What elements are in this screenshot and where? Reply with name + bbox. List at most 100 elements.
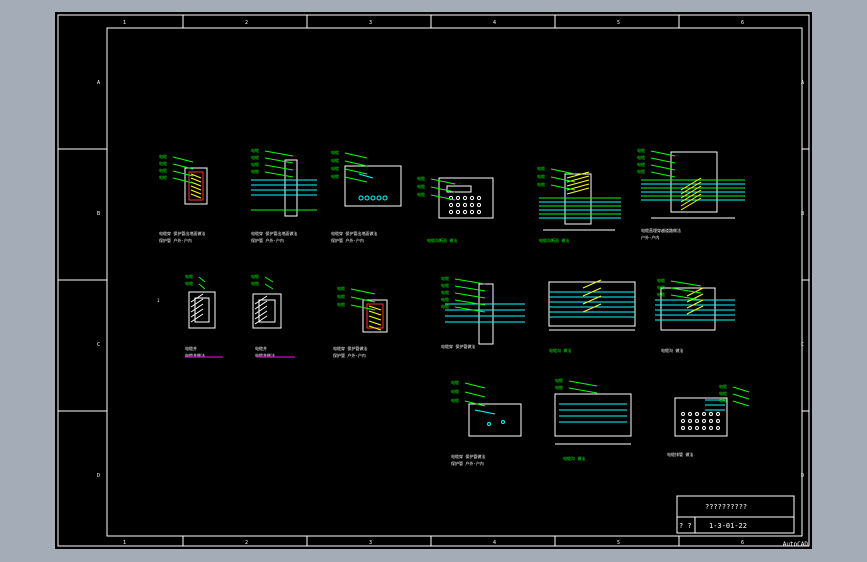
detail-frame (252, 293, 282, 329)
leader-line (264, 283, 274, 290)
cable-circle (358, 195, 364, 201)
hatch-line (566, 187, 590, 195)
hatch-line (566, 171, 590, 179)
callout-label: 电缆 (441, 282, 449, 288)
cable-circle (501, 420, 505, 424)
leader-line (670, 287, 702, 294)
conduit-circle (448, 202, 454, 208)
conduit-circle (469, 202, 475, 208)
callout-label: 电缆 (637, 168, 645, 174)
conduit-circle (681, 419, 685, 423)
hatch-line (190, 189, 202, 195)
detail-caption-sub: 保护管 户外-户内 (451, 460, 484, 466)
conduit-circle (462, 209, 468, 215)
detail-frame (554, 393, 632, 437)
leader-line (264, 164, 294, 171)
hatch-line (686, 305, 704, 315)
detail-caption: 电缆沟 做法 (661, 347, 683, 353)
conduit-circle (476, 195, 482, 201)
conduit-circle (695, 426, 699, 430)
leader-line (344, 176, 368, 183)
callout-label: 电缆 (331, 149, 339, 155)
column-label-bottom: 1 (123, 540, 126, 546)
callout-label: 电缆 (537, 181, 545, 187)
detail-caption: 电缆井 (255, 345, 267, 351)
conduit-circle (688, 419, 692, 423)
leader-line (550, 168, 576, 175)
conduit-circle (455, 209, 461, 215)
title-block-drawing-number: 1-3-01-22 (709, 522, 747, 530)
detail-caption-sub: 户外-户内 (641, 234, 659, 240)
hatch-line (680, 185, 702, 199)
column-label-bottom: 6 (741, 540, 744, 546)
callout-label: 电缆 (451, 379, 459, 385)
hatch-line (254, 295, 268, 305)
row-label-left: D (97, 473, 100, 479)
callout-label: 电缆 (337, 293, 345, 299)
leader-line (650, 157, 676, 164)
hatch-line (582, 303, 602, 313)
hatch-line (680, 177, 702, 191)
callout-label: 电缆 (555, 384, 563, 390)
column-label-bottom: 5 (617, 540, 620, 546)
leader-line (264, 171, 294, 178)
callout-label: 电缆 (441, 289, 449, 295)
hatch-line (686, 299, 704, 309)
leader-line (650, 164, 676, 171)
leader-line (198, 283, 206, 290)
conduit-circle (709, 426, 713, 430)
hatch-line (254, 300, 268, 310)
hatch-line (190, 177, 202, 183)
callout-label: 电缆 (657, 284, 665, 290)
callout-label: 电缆 (337, 301, 345, 307)
hatch-line (686, 293, 704, 303)
cable-circle (382, 195, 388, 201)
hatch-line (190, 185, 202, 191)
column-label-bottom: 2 (245, 540, 248, 546)
conduit-circle (716, 419, 720, 423)
cable-circle (487, 422, 491, 426)
callout-label: 电缆 (337, 285, 345, 291)
detail-frame (438, 177, 494, 219)
conduit-circle (448, 209, 454, 215)
row-label-right: B (801, 211, 804, 217)
detail-frame (670, 151, 718, 213)
hatch-line (190, 193, 202, 199)
leader-line (172, 163, 194, 170)
callout-label: 电缆 (657, 277, 665, 283)
callout-label: 电缆 (251, 147, 259, 153)
callout-label: 电缆 (637, 147, 645, 153)
callout-label: 电缆 (331, 165, 339, 171)
leader-line (172, 177, 194, 184)
leader-line (264, 150, 294, 157)
callout-label: 电缆 (331, 157, 339, 163)
hatch-line (582, 279, 602, 289)
detail-caption: 电缆穿 保护管出地面做法 (159, 230, 205, 236)
row-label-right: A (801, 80, 804, 86)
cable-circle (364, 195, 370, 201)
cable-circle (370, 195, 376, 201)
callout-label: 电缆 (537, 165, 545, 171)
callout-label: 电缆 (331, 173, 339, 179)
leader-line (464, 400, 486, 407)
callout-label: 电缆 (159, 153, 167, 159)
leader-line (732, 400, 750, 407)
cable-hatch (188, 171, 204, 201)
conduit-circle (462, 195, 468, 201)
callout-label: 电缆 (537, 173, 545, 179)
detail-frame (446, 185, 472, 193)
outer-border (57, 14, 810, 547)
conduit-circle (688, 426, 692, 430)
leader-line (264, 157, 294, 164)
detail-frame (284, 159, 298, 217)
callout-label: 电缆 (251, 168, 259, 174)
leader-line (650, 171, 676, 178)
detail-frame (362, 299, 388, 333)
leader-line (568, 387, 598, 394)
hatch-line (254, 315, 268, 325)
detail-caption-sub: 保护管 户外-户内 (331, 237, 364, 243)
column-label-top: 6 (741, 20, 744, 26)
leader-line (344, 168, 368, 175)
